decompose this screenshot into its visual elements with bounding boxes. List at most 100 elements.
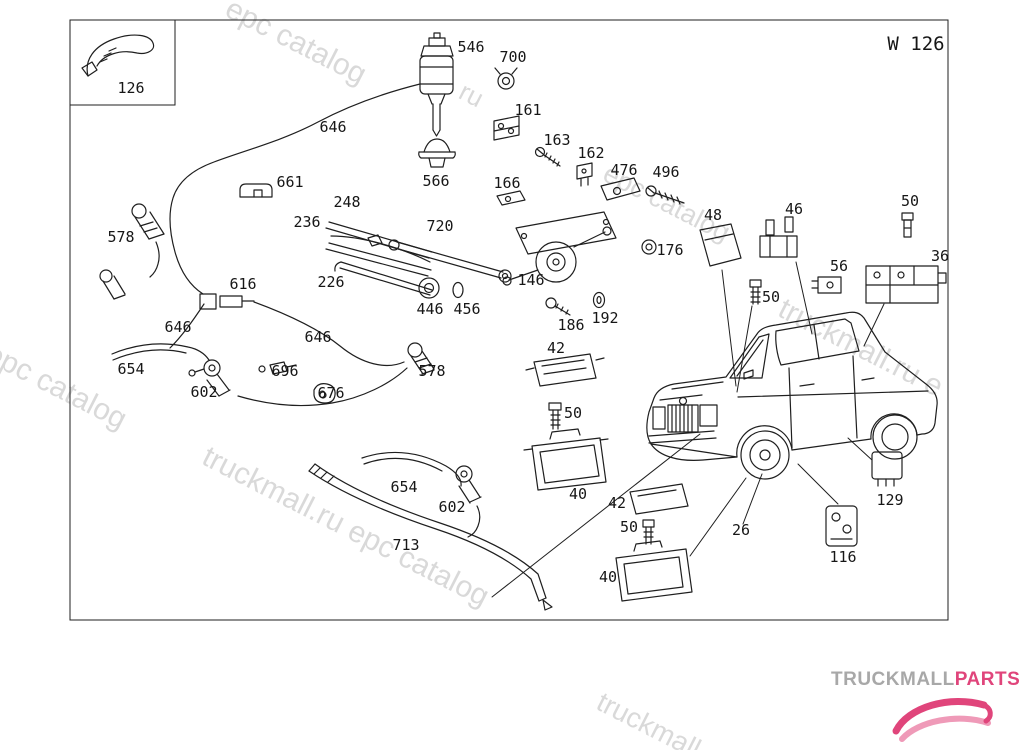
hose-646-top <box>169 83 421 295</box>
part-number-label-166: 166 <box>493 174 520 192</box>
part-number-label-161: 161 <box>514 101 541 119</box>
hose-646-mid <box>253 301 405 367</box>
part-bracket-42-upper <box>525 353 605 387</box>
part-number-label-129: 129 <box>876 491 903 509</box>
part-relay-block-36 <box>865 265 947 304</box>
part-number-label-46: 46 <box>785 200 803 218</box>
part-number-label-456: 456 <box>453 300 480 318</box>
part-number-label-116: 116 <box>829 548 856 566</box>
part-connector-56 <box>811 276 842 294</box>
part-clamp-700 <box>494 67 518 90</box>
part-valve-602-left <box>188 359 231 397</box>
part-bracket-116 <box>825 505 858 547</box>
part-number-label-546: 546 <box>457 38 484 56</box>
part-hose-654-right <box>361 451 462 487</box>
parts-artwork <box>81 32 947 611</box>
car-drawing <box>646 311 938 480</box>
part-number-label-42: 42 <box>547 339 565 357</box>
brand-logo: TRUCKMALLPARTS <box>831 669 1020 746</box>
part-number-label-646: 646 <box>304 328 331 346</box>
part-washer-pump-546 <box>419 32 454 137</box>
part-number-label-578: 578 <box>418 362 445 380</box>
brand-text: TRUCKMALLPARTS <box>831 669 1020 690</box>
part-number-label-192: 192 <box>591 309 618 327</box>
part-number-label-50: 50 <box>564 404 582 422</box>
part-number-label-646: 646 <box>319 118 346 136</box>
part-screw-496 <box>645 185 685 205</box>
part-number-label-578: 578 <box>107 228 134 246</box>
part-nozzle-578-left <box>131 203 165 278</box>
part-bracket-476 <box>600 177 641 201</box>
part-number-label-700: 700 <box>499 48 526 66</box>
page-code: W 126 <box>887 33 944 55</box>
part-number-label-566: 566 <box>422 172 449 190</box>
part-number-label-56: 56 <box>830 257 848 275</box>
part-number-label-602: 602 <box>190 383 217 401</box>
part-number-label-602: 602 <box>438 498 465 516</box>
hose-646-lower <box>237 367 408 407</box>
part-wiper-blades-248-236 <box>325 221 433 277</box>
part-number-label-646: 646 <box>164 318 191 336</box>
part-relay-48 <box>699 223 742 267</box>
part-number-label-163: 163 <box>543 131 570 149</box>
part-number-label-40: 40 <box>599 568 617 586</box>
logo-swirl-icon <box>892 698 993 742</box>
part-grommet-446 <box>418 277 440 299</box>
part-number-label-40: 40 <box>569 485 587 503</box>
part-number-label-476: 476 <box>610 161 637 179</box>
part-wiper-motor-146 <box>502 211 617 286</box>
part-connector-162 <box>576 162 593 187</box>
part-screw-50-lower <box>642 519 655 545</box>
part-number-label-226: 226 <box>317 273 344 291</box>
part-clip-676 <box>313 383 336 404</box>
part-number-label-162: 162 <box>577 144 604 162</box>
part-number-label-36: 36 <box>931 247 949 265</box>
part-bracket-46 <box>759 216 798 258</box>
part-box-40-upper <box>523 428 609 491</box>
part-number-label-720: 720 <box>426 217 453 235</box>
part-clip-661 <box>239 183 273 198</box>
part-number-label-42: 42 <box>608 494 626 512</box>
part-number-label-616: 616 <box>229 275 256 293</box>
brand-text-accent: PARTS <box>954 669 1021 690</box>
part-ring-192 <box>592 291 606 309</box>
part-strip-713 <box>308 463 553 611</box>
part-number-label-26: 26 <box>732 521 750 539</box>
part-number-label-676: 676 <box>317 384 344 402</box>
part-filter-616 <box>199 293 255 310</box>
part-grommet-566 <box>418 138 456 168</box>
part-spacer-50-topright <box>901 212 914 238</box>
leader-lines <box>491 261 885 598</box>
part-screw-50-mid <box>749 279 762 305</box>
part-number-label-186: 186 <box>557 316 584 334</box>
part-number-label-496: 496 <box>652 163 679 181</box>
part-number-label-654: 654 <box>117 360 144 378</box>
part-number-label-696: 696 <box>271 362 298 380</box>
part-number-label-236: 236 <box>293 213 320 231</box>
part-number-label-661: 661 <box>276 173 303 191</box>
inset-box <box>69 19 176 106</box>
part-box-40-lower <box>615 540 693 602</box>
part-number-label-146: 146 <box>517 271 544 289</box>
part-number-label-713: 713 <box>392 536 419 554</box>
part-grommet-176 <box>641 239 657 255</box>
part-cable-tie-126 <box>81 34 155 77</box>
part-number-label-654: 654 <box>390 478 417 496</box>
part-nozzle-small <box>99 269 126 300</box>
part-relay-129 <box>871 451 903 487</box>
part-washer-456 <box>452 281 464 299</box>
part-screw-163 <box>534 146 561 167</box>
part-number-label-126: 126 <box>117 79 144 97</box>
part-plate-166 <box>496 190 526 206</box>
part-wiper-arm-226 <box>334 261 433 296</box>
part-screw-50-upper <box>548 402 562 430</box>
part-number-label-446: 446 <box>416 300 443 318</box>
part-nozzle-578-right <box>407 342 435 375</box>
part-number-label-48: 48 <box>704 206 722 224</box>
diagram-border <box>69 19 949 621</box>
brand-text-gray: TRUCKMALL <box>831 669 955 690</box>
part-number-label-248: 248 <box>333 193 360 211</box>
